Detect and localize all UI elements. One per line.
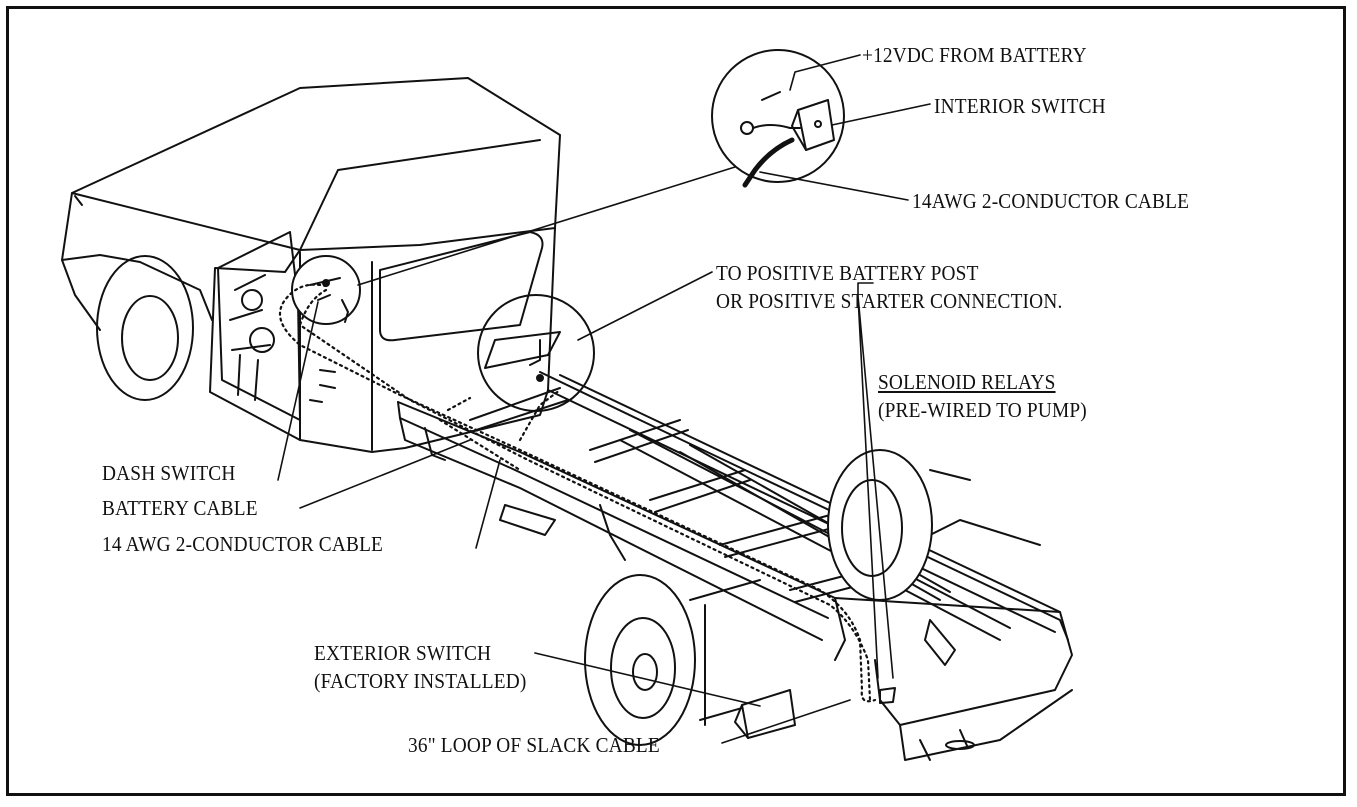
rear-wheel-left (584, 574, 771, 746)
label-14awg-bottom: 14 AWG 2-CONDUCTOR CABLE (102, 532, 384, 556)
rear-wheel-right (827, 449, 971, 601)
label-solenoid-line2: (PRE-WIRED TO PUMP) (878, 398, 1087, 422)
truck-cab (61, 77, 561, 453)
label-positive-post-line1: TO POSITIVE BATTERY POST (716, 261, 979, 285)
label-interior-switch: INTERIOR SWITCH (934, 94, 1106, 118)
label-battery-cable: BATTERY CABLE (102, 496, 258, 520)
label-14awg-top: 14AWG 2-CONDUCTOR CABLE (912, 189, 1190, 213)
cable-run-dotted (278, 283, 877, 703)
label-exterior-switch-line1: EXTERIOR SWITCH (314, 641, 492, 665)
chassis-frame (397, 371, 1073, 761)
label-slack-loop: 36" LOOP OF SLACK CABLE (408, 733, 660, 757)
label-battery-feed: +12VDC FROM BATTERY (862, 43, 1087, 67)
label-solenoid-line1: SOLENOID RELAYS (878, 370, 1056, 394)
interior-switch-inset (711, 49, 845, 188)
label-dash-switch: DASH SWITCH (102, 461, 236, 485)
leader-lines (277, 54, 931, 744)
label-exterior-switch-line2: (FACTORY INSTALLED) (314, 669, 527, 693)
label-positive-post-line2: OR POSITIVE STARTER CONNECTION. (716, 289, 1063, 313)
exterior-switch-box (741, 689, 796, 739)
battery-post-circle (477, 294, 595, 412)
